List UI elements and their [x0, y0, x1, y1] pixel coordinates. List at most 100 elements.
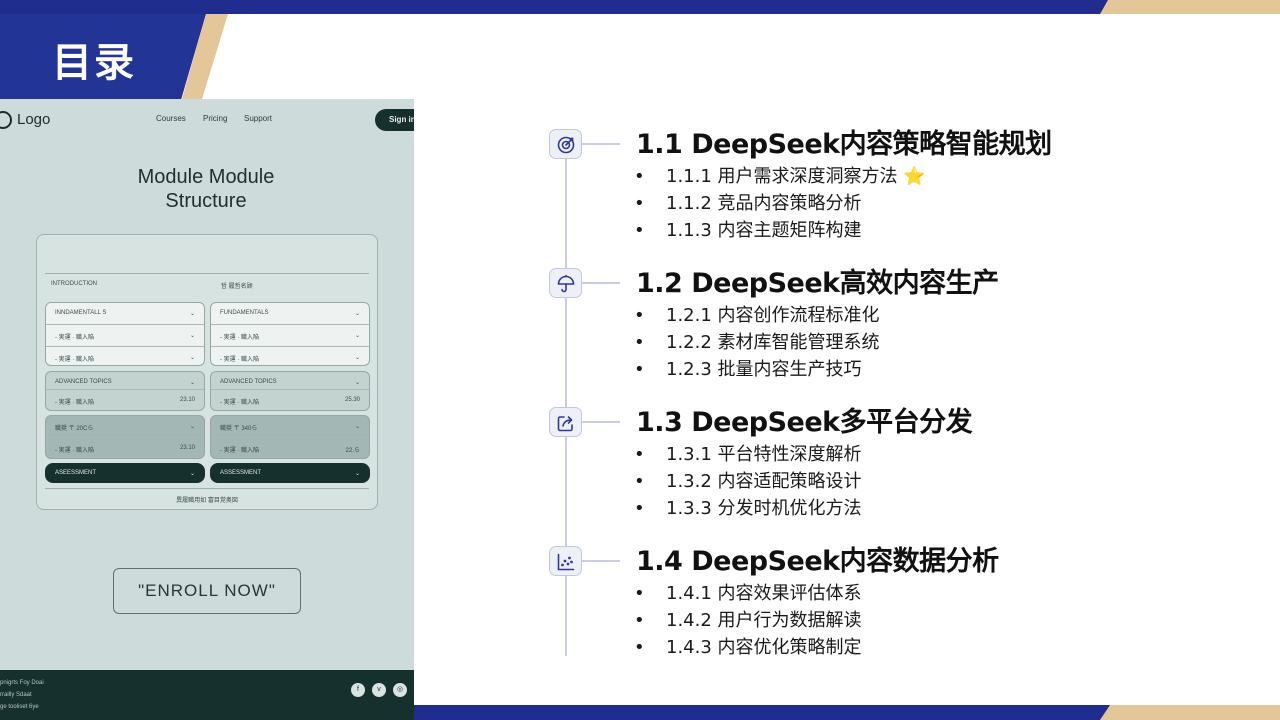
- card-title: 職奨 〒 340ら: [220, 426, 258, 432]
- mockup-sign-in-button: Sign in: [375, 109, 414, 131]
- card-title: ADVANCED TOPICS: [55, 379, 112, 385]
- card-row: - 実運 · 職入陥: [220, 357, 259, 363]
- title-block: [0, 14, 206, 99]
- bullet: •: [634, 583, 645, 604]
- toc-item-label: 1.3.3 分发时机优化方法: [666, 498, 862, 519]
- mockup-footer: pnigrts Foy Doai rrailly Sdaat ge toolis…: [0, 670, 414, 720]
- star-icon: ⭐: [903, 166, 926, 187]
- card-value: 23.10: [179, 397, 195, 403]
- bullet: •: [634, 359, 645, 380]
- mockup-heading-line2: Structure: [165, 190, 247, 212]
- mockup-footer-line: ge tooliset 6ye: [0, 704, 39, 710]
- instagram-icon: ◎: [393, 683, 407, 697]
- page-title: 目录: [52, 40, 136, 86]
- toc-item-label: 1.2.3 批量内容生产技巧: [666, 359, 862, 380]
- mockup-nav-support: Support: [244, 114, 273, 123]
- card-row: - 実運 · 職入陥: [220, 448, 259, 454]
- share-icon: [549, 407, 582, 437]
- top-accent-stripe: [1100, 0, 1280, 14]
- card-row: - 実運 · 職入陥: [220, 335, 259, 341]
- toc-item: • 1.1.3 内容主题矩阵构建: [634, 216, 862, 242]
- card-row: - 実運 · 職入陥: [55, 448, 94, 454]
- bullet: •: [634, 193, 645, 214]
- toc-item: • 1.2.2 素材库智能管理系统: [634, 328, 880, 354]
- card-title: ADVANCED TOPICS: [220, 379, 277, 385]
- toc-item: • 1.1.2 竞品内容策略分析: [634, 189, 862, 215]
- bullet: •: [634, 220, 645, 241]
- bullet: •: [634, 498, 645, 519]
- toc-item: • 1.4.3 内容优化策略制定: [634, 633, 862, 659]
- card-title: INNDAMENTALL S: [55, 310, 107, 316]
- mockup-heading-line1: Module Module: [137, 166, 275, 188]
- facebook-icon: f: [351, 683, 365, 697]
- umbrella-icon: [549, 268, 582, 298]
- mockup-col-left-header: INTRODUCTION: [51, 281, 97, 287]
- mockup-nav-courses: Courses: [156, 114, 186, 123]
- toc-item: • 1.1.1 用户需求深度洞察方法 ⭐: [634, 162, 926, 188]
- mockup-panel-footer: 異履職用如 富目覚奥図: [176, 498, 238, 504]
- bullet: •: [634, 610, 645, 631]
- divider: [45, 273, 369, 274]
- toc-item-label: 1.3.2 内容适配策略设计: [666, 471, 862, 492]
- mockup-heading: Module Module Structure: [0, 165, 412, 213]
- mockup-nav-pricing: Pricing: [203, 114, 228, 123]
- card-row: - 実運 · 職入陥: [55, 357, 94, 363]
- toc-item-label: 1.3.1 平台特性深度解析: [666, 444, 862, 465]
- bullet: •: [634, 332, 645, 353]
- card-value: 22.ら: [345, 448, 360, 454]
- card-title: FUNDAMENTALS: [220, 310, 269, 316]
- section-title: 1.3 DeepSeek多平台分发: [636, 407, 973, 438]
- card-title: 職奨 〒 20Cら: [55, 426, 94, 432]
- connector-line: [582, 421, 620, 423]
- toc-item-label: 1.1.3 内容主题矩阵构建: [666, 220, 862, 241]
- target-icon: [549, 129, 582, 159]
- section-title: 1.2 DeepSeek高效内容生产: [636, 268, 999, 299]
- toc-item: • 1.3.2 内容适配策略设计: [634, 467, 862, 493]
- mockup-footer-line: rrailly Sdaat: [0, 692, 32, 698]
- bullet: •: [634, 305, 645, 326]
- toc-item: • 1.4.1 内容效果评估体系: [634, 579, 862, 605]
- toc-item-label: 1.2.1 内容创作流程标准化: [666, 305, 880, 326]
- mockup-card: FUNDAMENTALS⌄ - 実運 · 職入陥⌄ - 実運 · 職入陥⌄: [210, 302, 370, 366]
- toc-item-label: 1.2.2 素材库智能管理系统: [666, 332, 880, 353]
- bottom-band: [414, 705, 1280, 720]
- logo-icon: [0, 111, 12, 129]
- divider: [45, 488, 369, 489]
- toc-item-label: 1.1.2 竞品内容策略分析: [666, 193, 862, 214]
- toc-item-label: 1.4.1 内容效果评估体系: [666, 583, 862, 604]
- toc-item-label: 1.4.3 内容优化策略制定: [666, 637, 862, 658]
- card-title: ASSESSMENT: [220, 470, 262, 476]
- card-row: - 実運 · 職入陥: [55, 335, 94, 341]
- card-value: 23.10: [179, 445, 195, 451]
- mockup-col-right-header: 哲 履哲名顾: [221, 284, 253, 290]
- card-row: - 実運 · 職入陥: [220, 400, 259, 406]
- card-title: ASEESSMENT: [55, 470, 97, 476]
- bottom-accent-stripe: [1100, 705, 1280, 720]
- toc-item: • 1.2.1 内容创作流程标准化: [634, 301, 880, 327]
- bullet: •: [634, 637, 645, 658]
- toc-item: • 1.2.3 批量内容生产技巧: [634, 355, 862, 381]
- connector-line: [582, 560, 620, 562]
- bullet: •: [634, 471, 645, 492]
- toc-item-label: 1.4.2 用户行为数据解读: [666, 610, 862, 631]
- card-value: 25.30: [344, 397, 360, 403]
- toc-item: • 1.3.1 平台特性深度解析: [634, 440, 862, 466]
- mockup-module-panel: INTRODUCTION 哲 履哲名顾 INNDAMENTALL S⌄ - 実運…: [36, 234, 378, 510]
- mockup-card: ASSESSMENT⌄: [210, 463, 370, 483]
- section-title: 1.4 DeepSeek内容数据分析: [636, 546, 999, 577]
- top-band: [0, 0, 1280, 14]
- toc-item-label: 1.1.1 用户需求深度洞察方法: [666, 166, 898, 187]
- bullet: •: [634, 444, 645, 465]
- vimeo-icon: v: [372, 683, 386, 697]
- mockup-card: ASEESSMENT⌄: [45, 463, 205, 483]
- mockup-enroll-button: "ENROLL NOW": [113, 568, 301, 614]
- scatter-chart-icon: [549, 546, 582, 576]
- card-row: - 実運 · 職入陥: [55, 400, 94, 406]
- toc-item: • 1.3.3 分发时机优化方法: [634, 494, 862, 520]
- toc-item: • 1.4.2 用户行为数据解读: [634, 606, 862, 632]
- bullet: •: [634, 166, 645, 187]
